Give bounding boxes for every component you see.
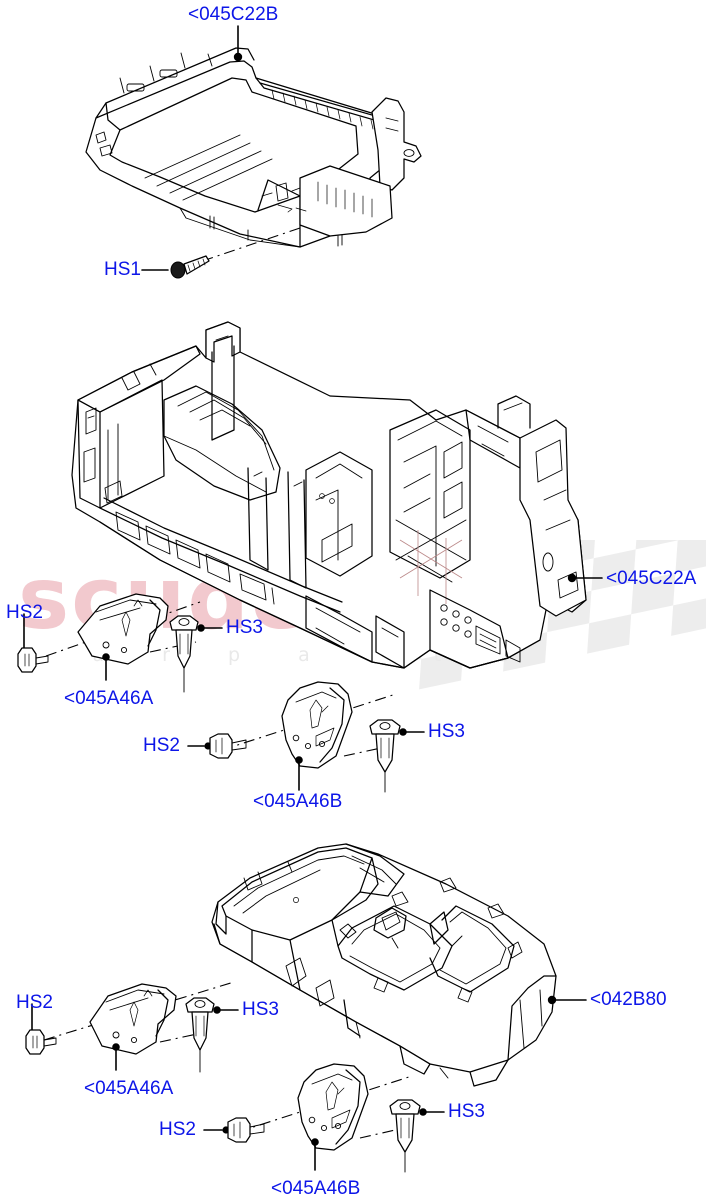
fastener-hs3-lid-left (159, 997, 239, 1073)
label-lid-part: <042B80 (590, 989, 667, 1010)
part-bracket-045A46A-lid (43, 981, 235, 1071)
fastener-hs3-lid-right (359, 1099, 445, 1173)
label-frame-bracket-right: <045A46B (253, 791, 343, 812)
label-lid-hs2-right: HS2 (159, 1119, 196, 1140)
label-lid-bracket-left: <045A46A (84, 1078, 174, 1099)
part-console-main-frame (71, 321, 603, 669)
fastener-hs3-frame-right (343, 719, 425, 793)
part-console-lid-cover (211, 843, 587, 1087)
label-tray-part: <045C22B (188, 4, 279, 25)
label-frame-bracket-left: <045A46A (64, 688, 154, 709)
label-lid-hs3-right: HS3 (448, 1101, 485, 1122)
label-lid-hs2-left: HS2 (16, 992, 53, 1013)
fastener-hs2-frame-left (17, 613, 49, 673)
label-frame-hs2-left: HS2 (6, 602, 43, 623)
part-bracket-045A46A-frame (45, 593, 201, 681)
label-frame-hs3-right: HS3 (428, 721, 465, 742)
label-lid-bracket-right: <045A46B (271, 1178, 361, 1199)
part-bracket-045A46B-frame (221, 681, 397, 791)
part-bracket-045A46B-lid (237, 1063, 413, 1171)
label-tray-screw-hs1: HS1 (104, 259, 141, 280)
label-lid-hs3-left: HS3 (242, 999, 279, 1020)
part-console-storage-tray (85, 25, 422, 273)
fastener-hs3-frame-left (149, 615, 223, 693)
label-frame-hs2-right: HS2 (143, 735, 180, 756)
fastener-hs2-frame-right (187, 733, 247, 759)
fastener-hs2-lid-left (25, 1003, 57, 1055)
label-frame-hs3-left: HS3 (226, 617, 263, 638)
fastener-hs1-screw (141, 255, 210, 279)
fastener-hs2-lid-right (203, 1117, 265, 1143)
label-frame-part: <045C22A (606, 568, 697, 589)
